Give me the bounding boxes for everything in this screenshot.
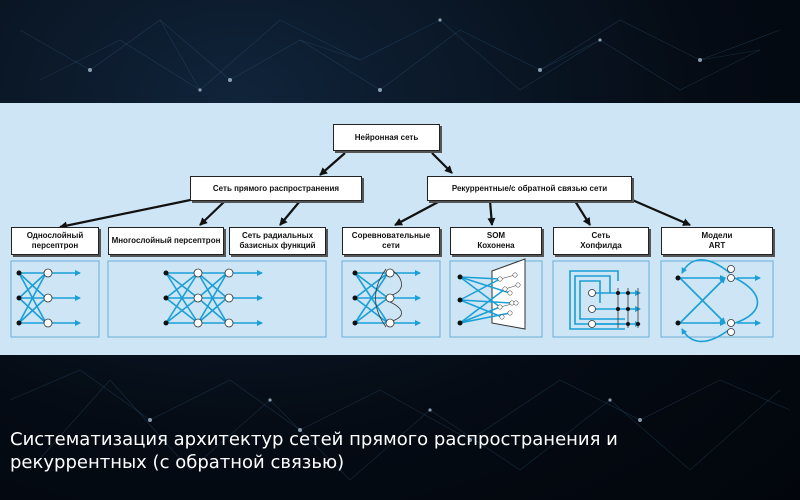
leaf-single-perceptron: Однослойный персептрон [11, 227, 99, 255]
arrow-rec-to-som [487, 200, 496, 226]
leaf-art-models: Модели ART [661, 227, 773, 255]
root-node-box: Нейронная сеть [333, 124, 440, 151]
leaf-single-perceptron-label: Однослойный персептрон [26, 231, 84, 250]
arrow-root-to-feedforward [319, 152, 346, 176]
arrow-ff-to-multi [199, 200, 226, 226]
slide-caption: Систематизация архитектур сетей прямого … [10, 429, 618, 473]
leaf-hopfield-network-label: Сеть Хопфилда [580, 231, 622, 250]
arrow-ff-to-single [59, 196, 201, 230]
arrow-rec-to-art [629, 197, 691, 227]
arrow-ff-to-rbf [279, 200, 301, 226]
recurrent-node-label: Рекуррентные/с обратной связью сети [451, 183, 608, 193]
taxonomy-diagram [10, 152, 774, 343]
feedforward-node-box: Сеть прямого распространения [190, 176, 362, 201]
leaf-som-kohonen-label: SOM Кохонена [477, 231, 515, 250]
leaf-art-models-label: Модели ART [701, 231, 733, 250]
leaf-multilayer-perceptron-label: Многослойный персептрон [111, 236, 221, 245]
recurrent-node-box: Рекуррентные/с обратной связью сети [427, 176, 632, 201]
multilayer-perceptron-graphic [163, 268, 263, 328]
leaf-rbf-network-label: Сеть радиальных базисных функций [239, 231, 316, 250]
leaf-competitive-networks-label: Соревновательные сети [351, 231, 431, 250]
art-model-graphic [675, 259, 761, 343]
leaf-hopfield-network: Сеть Хопфилда [553, 227, 649, 255]
frame-hopfield [552, 260, 650, 338]
leaf-som-kohonen: SOM Кохонена [450, 227, 542, 255]
leaf-rbf-network: Сеть радиальных базисных функций [229, 227, 326, 255]
som-kohonen-graphic [457, 258, 526, 330]
leaf-multilayer-perceptron: Многослойный персептрон [108, 227, 224, 255]
frame-art [660, 260, 774, 338]
arrow-rec-to-competitive [394, 200, 441, 226]
leaf-competitive-networks: Соревновательные сети [342, 227, 440, 255]
diagram-panel: Нейронная сеть Сеть прямого распростране… [0, 103, 800, 355]
feedforward-node-label: Сеть прямого распространения [212, 183, 340, 193]
single-perceptron-graphic [16, 268, 81, 328]
arrow-rec-to-hopfield [574, 200, 591, 226]
root-node-label: Нейронная сеть [354, 132, 419, 142]
arrow-root-to-recurrent [431, 152, 453, 174]
competitive-network-graphic [352, 268, 421, 328]
tree-arrows [59, 152, 691, 230]
hopfield-network-graphic [569, 270, 641, 330]
